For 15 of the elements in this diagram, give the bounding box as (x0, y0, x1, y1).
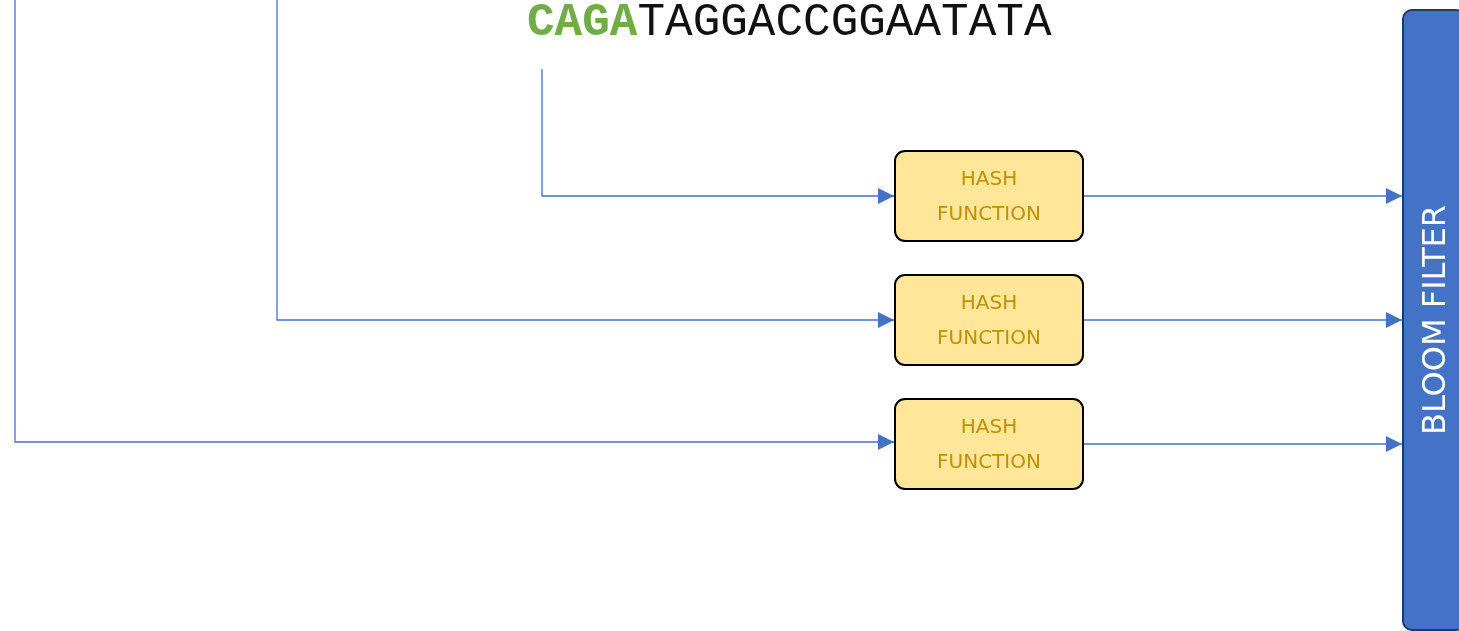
process-box (894, 274, 1084, 366)
arrow (14, 0, 895, 450)
arrow (541, 68, 895, 204)
process-box (894, 398, 1084, 490)
arrow (1083, 312, 1403, 328)
process-box (894, 150, 1084, 242)
filter-bar (1402, 9, 1459, 631)
process-label: HASH FUNCTION (936, 165, 1042, 227)
arrow (1083, 436, 1403, 452)
process-label: HASH FUNCTION (936, 289, 1042, 351)
dna-sequence: CAGATAGGACCGGAATATA (527, 1, 1052, 45)
process-label: HASH FUNCTION (936, 413, 1042, 475)
filter-label: BLOOM FILTER (1415, 204, 1453, 436)
arrow (276, 0, 895, 328)
arrow (1083, 188, 1403, 204)
